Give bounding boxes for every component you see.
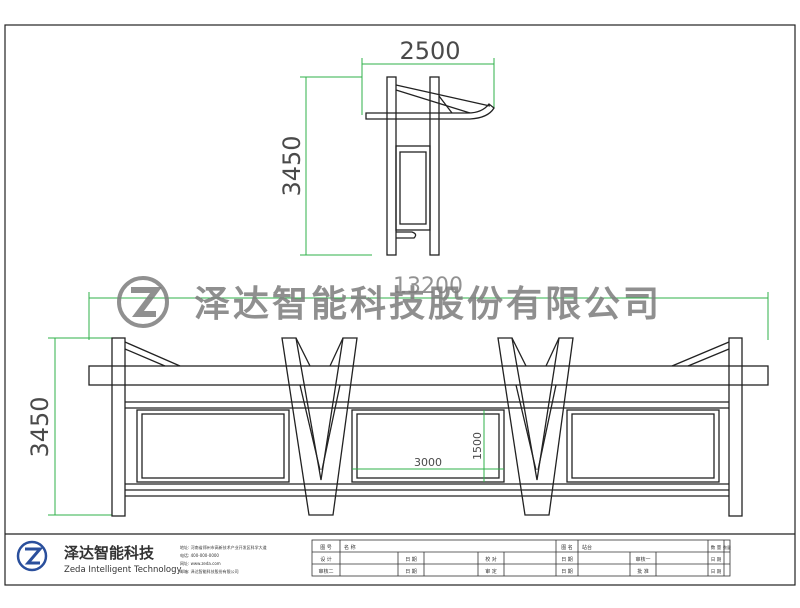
side-width-dim-label: 2500	[399, 37, 460, 65]
front-post-left	[111, 337, 126, 517]
tb-r3-c11: 日 期	[711, 569, 722, 575]
panel-width-dim-label: 3000	[414, 456, 442, 469]
tb-r1-c1: 图 号	[320, 545, 332, 551]
contact-line-1: 地址: 河南省郑州市高新技术产业开发区科学大道	[180, 544, 267, 550]
tb-r1-c4: 图 名	[561, 544, 573, 551]
tb-r3-c5: 审 定	[485, 568, 497, 575]
company-logo-icon	[16, 540, 48, 572]
side-height-dim-label: 3450	[278, 135, 306, 196]
front-height-dim-label: 3450	[26, 396, 54, 457]
tb-r2-c3: 日 期	[405, 557, 417, 563]
front-length-dim-label: 13200	[393, 274, 463, 299]
tb-r3-c3: 日 期	[405, 569, 417, 575]
sheet-border	[4, 24, 796, 586]
side-view	[300, 58, 495, 256]
front-canopy	[88, 365, 769, 386]
side-roof-beam	[365, 103, 495, 120]
tb-r1-c2: 名 称	[344, 544, 356, 551]
tb-r2-c7: 日 期	[561, 557, 573, 563]
title-table	[311, 539, 731, 577]
tb-r2-c5: 校 对	[485, 556, 497, 563]
contact-line-2: 电话: 400-000-0000	[180, 552, 219, 558]
side-post-left	[386, 76, 397, 256]
side-ad-panel	[395, 145, 431, 231]
watermark: 泽达智能科技股份有限公司	[117, 276, 662, 328]
company-name-en: Zeda Intelligent Technology	[64, 565, 182, 575]
contact-line-4: 邮箱: 泽达智能科技股份有限公司	[180, 568, 239, 574]
side-post-right	[429, 76, 440, 256]
front-ad-panel-3	[566, 409, 720, 483]
tb-r3-c9: 批 准	[637, 568, 649, 575]
tb-r1-c5: 站台	[582, 544, 592, 551]
tb-r3-c7: 日 期	[561, 569, 573, 575]
tb-r2-c1: 设 计	[320, 556, 332, 563]
company-name-cn: 泽达智能科技	[64, 544, 155, 562]
tb-r1-c6: 数 量	[711, 544, 722, 551]
panel-height-dim-label: 1500	[471, 432, 484, 460]
front-v-support-right	[497, 337, 574, 516]
contact-line-3: 网址: www.zeda.com	[180, 560, 221, 566]
front-ad-panel-1	[136, 409, 290, 483]
front-view	[48, 292, 769, 517]
front-post-right	[728, 337, 743, 517]
front-v-support-left	[281, 337, 358, 516]
watermark-text: 泽达智能科技股份有限公司	[194, 284, 662, 325]
front-ad-panel-2	[351, 409, 505, 483]
side-bench	[396, 231, 417, 239]
tb-r2-c9: 审核一	[635, 556, 650, 563]
title-block: 泽达智能科技 Zeda Intelligent Technology 地址: 河…	[5, 533, 795, 577]
tb-r3-c1: 审核二	[318, 568, 333, 575]
tb-r1-c7: 数量	[723, 544, 731, 550]
watermark-logo-icon	[117, 276, 169, 328]
tb-r2-c11: 日 期	[711, 557, 722, 563]
